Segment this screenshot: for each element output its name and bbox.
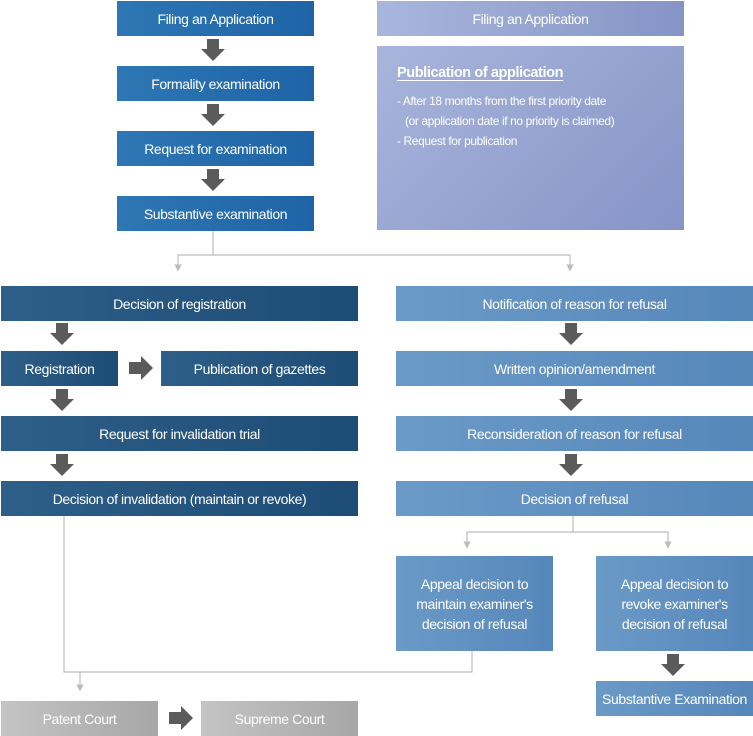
arrow-down-right-3 [559, 454, 583, 476]
publication-panel: Publication of application - After 18 mo… [377, 46, 684, 230]
formality-examination-box: Formality examination [117, 66, 314, 101]
appeal-revoke-box: Appeal decision to revoke examiner's dec… [596, 556, 753, 651]
patent-court-box: Patent Court [1, 701, 158, 736]
request-invalidation-label: Request for invalidation trial [99, 425, 260, 442]
arrow-down-left-3 [50, 454, 74, 476]
written-opinion-label: Written opinion/amendment [494, 360, 655, 377]
publication-line-3: - Request for publication [397, 134, 518, 148]
substantive-exam-label: Substantive Examination [602, 690, 747, 707]
filing-application-box: Filing an Application [117, 1, 314, 36]
publication-line-2: (or application date if no priority is c… [405, 114, 615, 128]
decision-invalidation-label: Decision of invalidation (maintain or re… [52, 490, 307, 507]
arrow-down-2 [201, 104, 225, 126]
decision-refusal-label: Decision of refusal [520, 490, 629, 507]
registration-label: Registration [24, 360, 95, 377]
connector-split-top-right [213, 254, 574, 272]
decision-refusal-box: Decision of refusal [396, 481, 753, 516]
appeal-maintain-box: Appeal decision to maintain examiner's d… [396, 556, 553, 651]
arrow-down-right-2 [559, 389, 583, 411]
connector-split-top [174, 231, 214, 272]
appeal-revoke-line-3: decision of refusal [621, 615, 728, 632]
patent-court-label: Patent Court [42, 710, 117, 727]
notification-refusal-label: Notification of reason for refusal [482, 295, 667, 312]
supreme-court-box: Supreme Court [201, 701, 358, 736]
arrow-down-left-2 [50, 389, 74, 411]
connector-appeal-to-court [80, 651, 473, 673]
arrow-right-supreme [169, 706, 193, 730]
supreme-court-label: Supreme Court [234, 710, 325, 727]
filing-application-label: Filing an Application [157, 10, 274, 27]
decision-registration-box: Decision of registration [1, 286, 358, 321]
publication-line-1: - After 18 months from the first priorit… [397, 94, 607, 108]
decision-registration-label: Decision of registration [113, 295, 246, 312]
arrow-down-right-1 [559, 323, 583, 345]
arrow-down-3 [201, 169, 225, 191]
appeal-revoke-line-1: Appeal decision to [620, 575, 729, 592]
connector-split-refusal-right [573, 531, 672, 549]
reconsideration-label: Reconsideration of reason for refusal [467, 425, 682, 442]
formality-examination-label: Formality examination [151, 75, 280, 92]
appeal-maintain-line-1: Appeal decision to [420, 575, 529, 592]
publication-gazettes-box: Publication of gazettes [161, 351, 358, 386]
publication-gazettes-label: Publication of gazettes [193, 360, 326, 377]
written-opinion-box: Written opinion/amendment [396, 351, 753, 386]
substantive-examination-box: Substantive examination [117, 196, 314, 231]
publication-title: Publication of application [397, 65, 564, 81]
connector-split-refusal [463, 516, 574, 549]
appeal-maintain-line-3: decision of refusal [421, 615, 528, 632]
request-invalidation-box: Request for invalidation trial [1, 416, 358, 451]
request-examination-label: Request for examination [144, 140, 287, 157]
registration-box: Registration [1, 351, 118, 386]
appeal-revoke-line-2: revoke examiner's [621, 595, 728, 612]
reconsideration-box: Reconsideration of reason for refusal [396, 416, 753, 451]
substantive-examination-label: Substantive examination [143, 205, 288, 222]
arrow-right-gazettes [129, 356, 153, 380]
appeal-maintain-line-2: maintain examiner's [416, 595, 533, 612]
notification-refusal-box: Notification of reason for refusal [396, 286, 753, 321]
decision-invalidation-box: Decision of invalidation (maintain or re… [1, 481, 358, 516]
publication-header-label: Filing an Application [472, 10, 589, 27]
arrow-down-substantive [661, 654, 685, 676]
publication-header-box: Filing an Application [377, 1, 684, 36]
substantive-exam-box: Substantive Examination [596, 681, 753, 716]
arrow-down-left-1 [50, 323, 74, 345]
request-examination-box: Request for examination [117, 131, 314, 166]
arrow-down-1 [201, 39, 225, 61]
connector-invalidation-to-court [63, 516, 84, 692]
